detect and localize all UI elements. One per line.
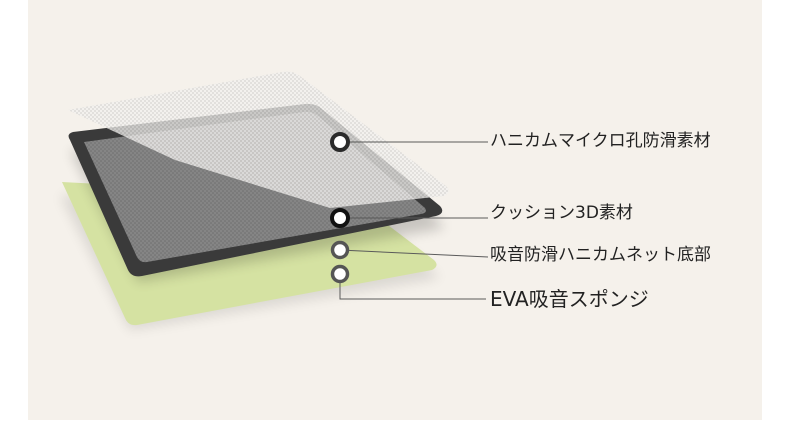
marker-dot-2 [330, 208, 350, 228]
label-cushion-3d: クッション3D素材 [490, 203, 633, 223]
micro-hole-mesh-layer [68, 71, 449, 208]
label-eva-sponge: EVA吸音スポンジ [490, 287, 649, 311]
label-micro-hole-surface: ハニカムマイクロ孔防滑素材 [490, 131, 711, 151]
marker-dot-3 [330, 240, 350, 260]
marker-dot-1 [330, 132, 350, 152]
marker-dots [330, 132, 350, 284]
marker-dot-4 [330, 264, 350, 284]
label-honeycomb-net-bottom: 吸音防滑ハニカムネット底部 [490, 245, 711, 265]
